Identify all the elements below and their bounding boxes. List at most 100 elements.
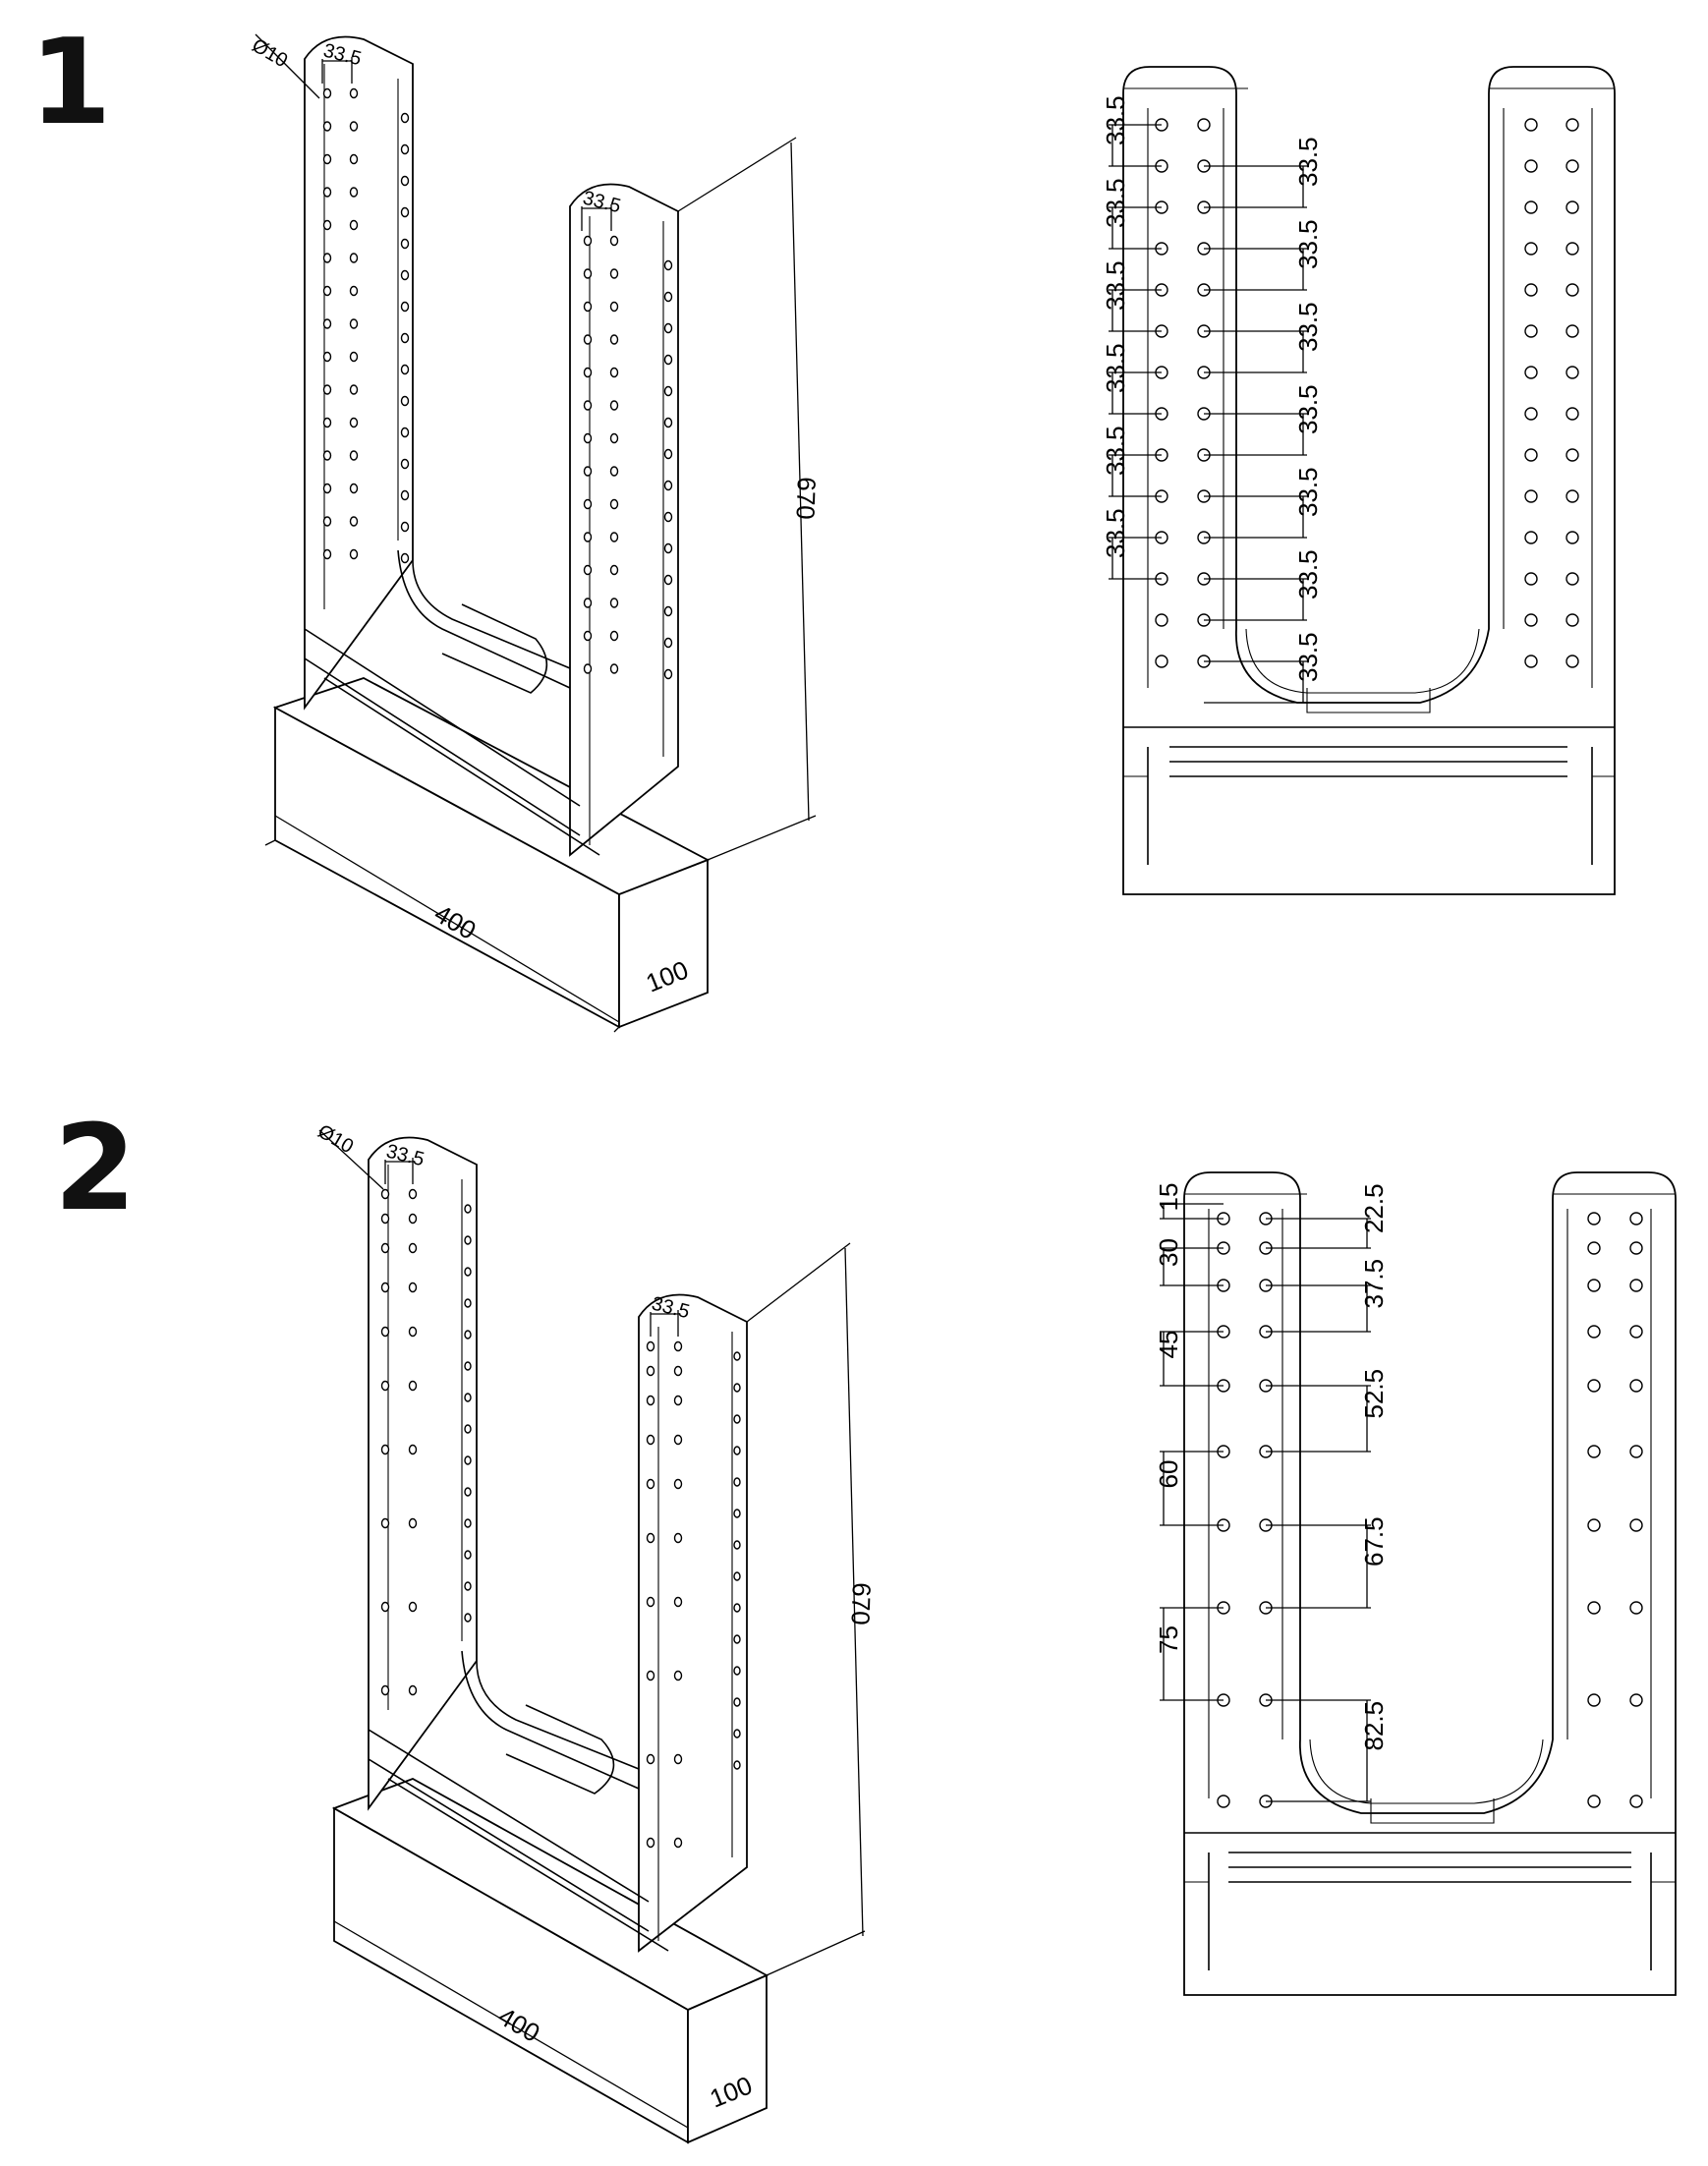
mounting-hole — [1524, 366, 1538, 379]
mounting-hole — [400, 552, 410, 564]
mounting-hole — [646, 1670, 655, 1682]
mounting-hole — [583, 598, 593, 608]
mounting-hole — [322, 187, 332, 198]
mounting-hole — [663, 448, 673, 460]
mounting-hole — [400, 521, 410, 533]
dimension-line — [1109, 206, 1162, 250]
mounting-hole — [583, 466, 593, 477]
mounting-hole — [322, 219, 332, 231]
mounting-hole — [663, 259, 673, 271]
dimension-line — [1204, 413, 1307, 456]
mounting-hole — [322, 351, 332, 363]
dimension-line — [1266, 1385, 1371, 1453]
dimension-line — [1266, 1524, 1371, 1609]
mounting-hole — [583, 301, 593, 313]
mounting-hole — [583, 235, 593, 247]
mounting-hole — [673, 1478, 683, 1490]
side-hole — [733, 1666, 741, 1676]
mounting-hole — [583, 663, 593, 674]
mounting-hole — [380, 1188, 390, 1200]
mounting-hole — [1524, 200, 1538, 214]
side-hole — [464, 1298, 472, 1308]
side-hole — [464, 1235, 472, 1245]
front-holes-2 — [1217, 1212, 1643, 1808]
dimension-line — [1109, 371, 1162, 415]
mounting-hole — [1629, 1601, 1643, 1615]
mounting-hole — [673, 1340, 683, 1352]
dimension-line — [1204, 495, 1307, 539]
mounting-hole — [583, 630, 593, 642]
side-hole — [733, 1603, 741, 1613]
mounting-hole — [1566, 448, 1579, 462]
mounting-hole — [349, 516, 359, 527]
mounting-hole — [400, 238, 410, 250]
dimension-label: 33.5 — [1101, 508, 1130, 558]
dimension-line — [1109, 454, 1162, 497]
side-hole — [464, 1393, 472, 1402]
mounting-hole — [1587, 1518, 1601, 1532]
mounting-hole — [1587, 1241, 1601, 1255]
mounting-hole — [1566, 407, 1579, 421]
mounting-hole — [609, 268, 619, 279]
mounting-hole — [663, 322, 673, 334]
mounting-hole — [583, 532, 593, 542]
mounting-hole — [1587, 1212, 1601, 1226]
mounting-hole — [646, 1753, 655, 1765]
side-hole — [464, 1455, 472, 1465]
dimension-label: 22.5 — [1359, 1183, 1389, 1233]
mounting-hole — [1197, 118, 1211, 132]
mounting-hole — [408, 1517, 418, 1529]
mounting-hole — [663, 354, 673, 366]
iso-hole-dia-1: Ø10 — [249, 34, 292, 72]
mounting-hole — [1629, 1795, 1643, 1808]
mounting-hole — [1566, 366, 1579, 379]
side-hole — [733, 1351, 741, 1361]
front-dims-1: 33.533.533.533.533.533.533.533.533.533.5… — [1101, 95, 1323, 704]
mounting-hole — [400, 269, 410, 281]
side-hole — [733, 1571, 741, 1581]
mounting-hole — [673, 1753, 683, 1765]
mounting-hole — [1524, 448, 1538, 462]
mounting-hole — [673, 1532, 683, 1544]
mounting-hole — [400, 395, 410, 407]
mounting-hole — [322, 253, 332, 263]
iso-hole-dia-2: Ø10 — [314, 1120, 358, 1158]
mounting-hole — [322, 384, 332, 395]
mounting-hole — [673, 1670, 683, 1682]
side-hole — [733, 1477, 741, 1487]
dimension-label: 33.5 — [1293, 632, 1323, 682]
mounting-hole — [380, 1242, 390, 1254]
mounting-hole — [1587, 1693, 1601, 1707]
side-hole — [733, 1634, 741, 1644]
dimension-line — [1109, 537, 1162, 580]
mounting-hole — [1524, 489, 1538, 503]
figure-number-2: 2 — [54, 1101, 137, 1237]
dimension-label: 67.5 — [1359, 1516, 1389, 1567]
dimension-line — [1109, 289, 1162, 332]
dimension-line — [1204, 165, 1307, 208]
mounting-hole — [1566, 118, 1579, 132]
mounting-hole — [408, 1282, 418, 1293]
mounting-hole — [1566, 572, 1579, 586]
mounting-hole — [1629, 1693, 1643, 1707]
mounting-hole — [646, 1478, 655, 1490]
mounting-hole — [1629, 1325, 1643, 1339]
mounting-hole — [646, 1395, 655, 1406]
dimension-line — [1266, 1699, 1371, 1802]
mounting-hole — [583, 367, 593, 378]
mounting-hole — [400, 112, 410, 124]
mounting-hole — [1566, 531, 1579, 544]
mounting-hole — [646, 1434, 655, 1446]
mounting-hole — [646, 1532, 655, 1544]
mounting-hole — [583, 498, 593, 510]
mounting-hole — [408, 1242, 418, 1254]
iso-view-2 — [331, 1136, 769, 2144]
side-hole — [464, 1613, 472, 1623]
mounting-hole — [1524, 613, 1538, 627]
mounting-hole — [1587, 1279, 1601, 1292]
mounting-hole — [663, 511, 673, 523]
front-view-2 — [1183, 1171, 1677, 1996]
dimension-label: 37.5 — [1359, 1259, 1389, 1309]
